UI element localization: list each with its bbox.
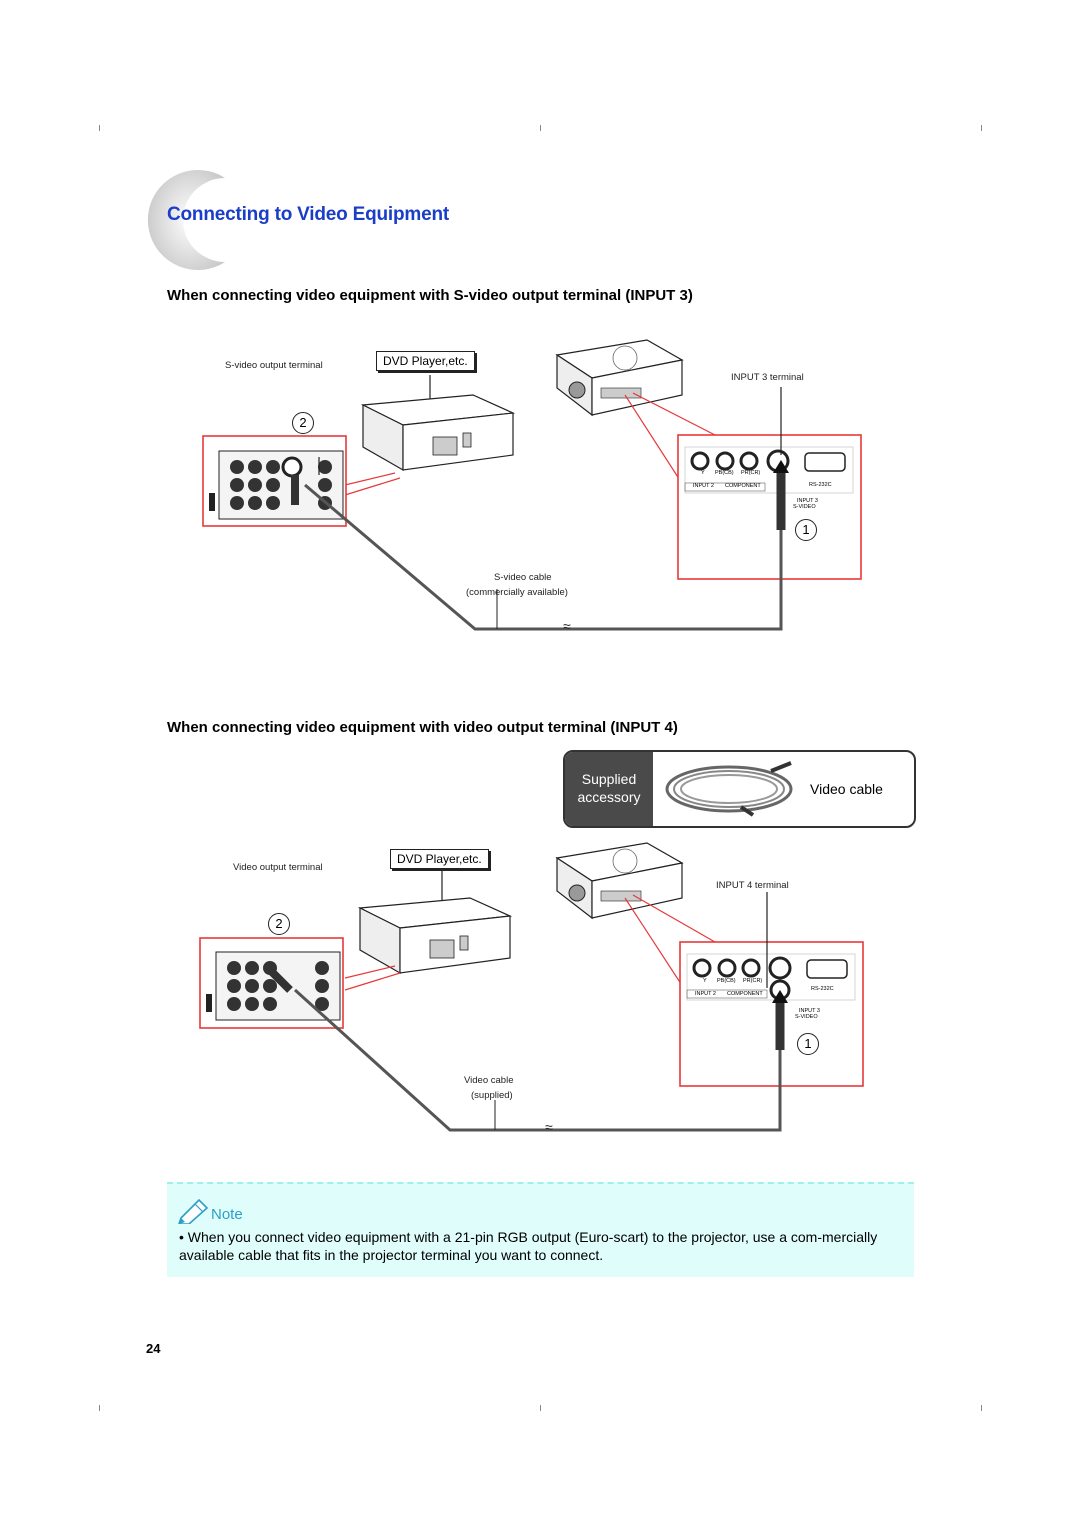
svideo-output-terminal-label: S-video output terminal	[225, 360, 323, 371]
step2-marker-2: 2	[268, 913, 290, 935]
page-number: 24	[146, 1341, 161, 1356]
step2-marker: 2	[292, 412, 314, 434]
dvd-player-icon-2	[357, 897, 513, 975]
supplied-accessory-box: Supplied accessory Video cable	[563, 750, 916, 828]
panel-label-pr: PR(CR)	[741, 470, 761, 476]
panel-label-rs232c-2: RS-232C	[811, 986, 834, 992]
video-output-terminal-label: Video output terminal	[233, 862, 323, 873]
section2-heading: When connecting video equipment with vid…	[167, 719, 678, 736]
panel-labels-input3: Y PB(CB) PR(CR) RS-232C INPUT 2 COMPONEN…	[685, 470, 855, 510]
crop-mark-bottom-left	[99, 1405, 100, 1411]
pencil-icon	[178, 1198, 209, 1224]
dvd-player-icon	[360, 394, 516, 472]
svg-text:≈: ≈	[545, 1119, 553, 1135]
crop-mark-top-center	[540, 125, 541, 131]
note-box: Note • When you connect video equipment …	[167, 1182, 914, 1277]
panel-label-component-2: COMPONENT	[727, 991, 763, 997]
panel-label-svideo: S-VIDEO	[793, 504, 816, 510]
video-cable-item-label: Video cable	[810, 781, 883, 797]
player-rear-panel	[209, 450, 344, 520]
diagram-video-connection: ≈	[199, 842, 864, 1135]
page-title: Connecting to Video Equipment	[167, 204, 450, 225]
projector-panel-input3	[684, 446, 854, 494]
panel-label-y-2: Y	[703, 978, 707, 984]
section1-heading: When connecting video equipment with S-v…	[167, 287, 693, 304]
svg-text:≈: ≈	[563, 618, 571, 634]
note-heading: Note	[211, 1206, 243, 1223]
supplied-line2: accessory	[577, 789, 641, 805]
panel-label-input2: INPUT 2	[693, 483, 714, 489]
supplied-accessory-tag: Supplied accessory	[565, 752, 653, 826]
diagram-svideo-connection: ≈	[202, 339, 862, 634]
panel-label-input3: INPUT 3	[797, 498, 818, 504]
dvd-player-label: DVD Player,etc.	[376, 351, 475, 371]
svideo-cable-label-2: (commercially available)	[466, 587, 568, 598]
panel-label-pb-2: PB(CB)	[717, 978, 736, 984]
panel-label-y: Y	[701, 470, 705, 476]
note-text: • When you connect video equipment with …	[179, 1229, 878, 1263]
title-swoosh-icon	[147, 170, 225, 270]
dvd-player-label-2: DVD Player,etc.	[390, 849, 489, 869]
panel-label-input2-2: INPUT 2	[695, 991, 716, 997]
crop-mark-top-right	[981, 125, 982, 131]
video-cable-label-2: (supplied)	[471, 1090, 513, 1101]
panel-label-rs232c: RS-232C	[809, 482, 832, 488]
svideo-cable-label-1: S-video cable	[494, 572, 552, 583]
projector-icon-2	[555, 842, 684, 920]
panel-label-input3-2: INPUT 3	[799, 1008, 820, 1014]
panel-label-pb: PB(CB)	[715, 470, 734, 476]
step1-marker-2: 1	[797, 1033, 819, 1055]
panel-label-component: COMPONENT	[725, 483, 761, 489]
crop-mark-bottom-center	[540, 1405, 541, 1411]
input3-terminal-label: INPUT 3 terminal	[731, 372, 804, 383]
projector-panel-input4	[686, 953, 856, 1001]
step1-marker: 1	[795, 519, 817, 541]
supplied-line1: Supplied	[581, 771, 637, 787]
projector-icon	[555, 339, 684, 417]
input4-terminal-label: INPUT 4 terminal	[716, 880, 789, 891]
panel-label-svideo-2: S-VIDEO	[795, 1014, 818, 1020]
crop-mark-bottom-right	[981, 1405, 982, 1411]
video-cable-coil-icon	[665, 761, 793, 817]
video-cable-label-1: Video cable	[464, 1075, 514, 1086]
panel-labels-input4: Y PB(CB) PR(CR) RS-232C INPUT 2 COMPONEN…	[687, 978, 857, 1020]
panel-label-pr-2: PR(CR)	[743, 978, 763, 984]
crop-mark-top-left	[99, 125, 100, 131]
player-rear-panel-2	[206, 951, 341, 1021]
